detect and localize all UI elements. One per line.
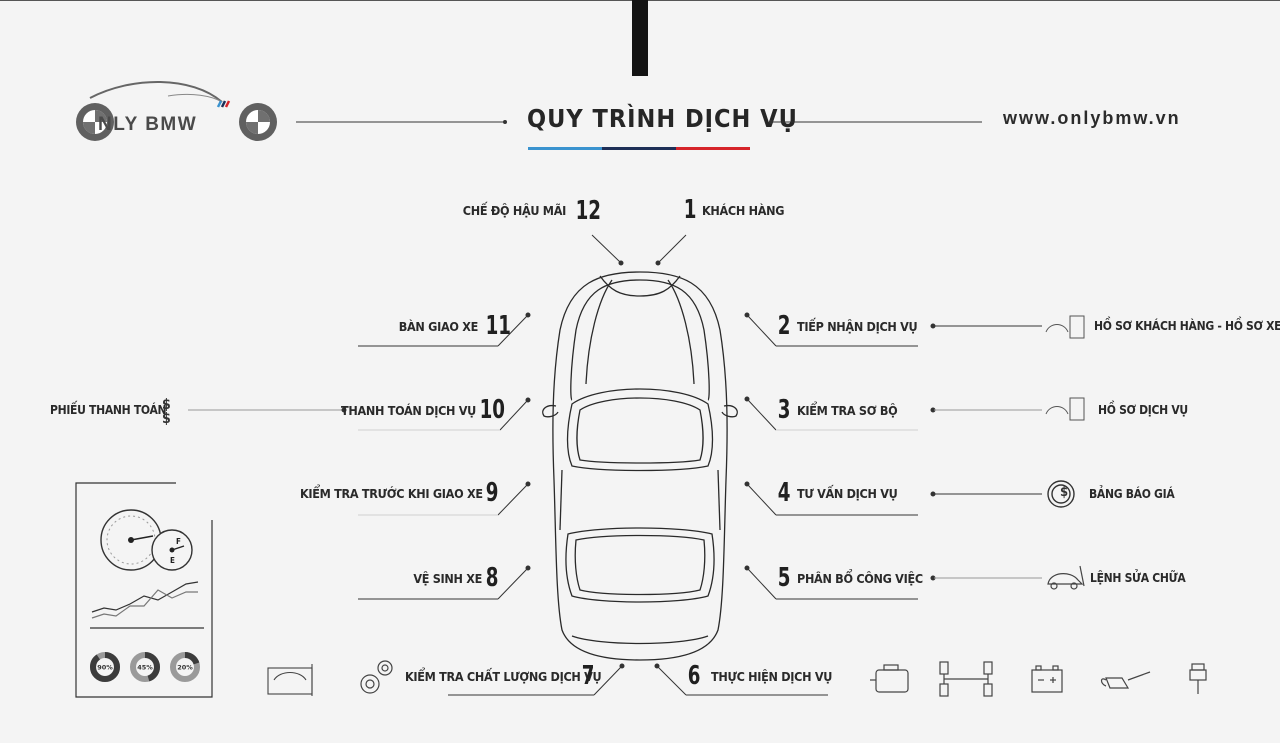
step-1-number: 1 [683, 195, 697, 225]
donut-progress [90, 652, 120, 682]
output-service-record-label: HỒ SƠ DỊCH VỤ [1098, 403, 1188, 417]
engine-icon [870, 664, 909, 693]
document-icon [1045, 315, 1085, 421]
step-4-number: 4 [777, 478, 791, 508]
title-underline-red [676, 147, 750, 150]
step-4-label: TƯ VẤN DỊCH VỤ [797, 486, 898, 501]
line-chart-icon [90, 581, 204, 629]
dollar-icon: $ [162, 397, 171, 413]
step-5-label: PHÂN BỔ CÔNG VIỆC [797, 571, 923, 586]
car-lift-icon [267, 664, 313, 696]
speedometer-icon [100, 509, 162, 571]
step-3-number: 3 [777, 395, 791, 425]
spark-plug-icon [1189, 663, 1207, 694]
dollar-icon: $ [162, 411, 171, 427]
fuel-empty-label: E [170, 556, 175, 565]
car-wrench-icon [1047, 565, 1085, 590]
donut-progress [170, 652, 200, 682]
step-8-number: 8 [485, 563, 499, 593]
battery-icon [1031, 665, 1063, 693]
step-8-label: VỆ SINH XE [413, 571, 482, 586]
fuel-full-label: F [176, 537, 181, 546]
donut-label: 90% [97, 664, 113, 672]
output-work-order-label: LỆNH SỬA CHỮA [1090, 571, 1186, 585]
step-9-label: KIỂM TRA TRƯỚC KHI GIAO XE [300, 486, 483, 501]
donut-label: 20% [177, 664, 193, 672]
step-10-label: THANH TOÁN DỊCH VỤ [341, 403, 476, 418]
car-top-view [542, 271, 738, 661]
title-underline-blue [528, 147, 602, 150]
step-12-number: 12 [575, 196, 601, 226]
donut-label: 45% [137, 664, 153, 672]
step-2-label: TIẾP NHẬN DỊCH VỤ [797, 319, 918, 334]
step-6-label: THỰC HIỆN DỊCH VỤ [711, 669, 833, 684]
brand-logo [76, 80, 277, 141]
top-hanger-bar [632, 0, 648, 76]
donut-progress [130, 652, 160, 682]
axle-icon [939, 661, 993, 697]
step-5-number: 5 [777, 563, 791, 593]
title-underline-navy [602, 147, 676, 150]
step-2-number: 2 [777, 311, 791, 341]
oil-can-icon [1100, 671, 1151, 689]
donut-group: 90% 45% 20% [90, 652, 200, 682]
fuel-gauge-icon [151, 529, 193, 571]
step-1-label: KHÁCH HÀNG [702, 203, 785, 218]
m-stripes [216, 100, 231, 108]
step-6-number: 6 [687, 661, 701, 691]
step-7-label: KIỂM TRA CHẤT LƯỢNG DỊCH VỤ [405, 669, 602, 684]
step-3-label: KIỂM TRA SƠ BỘ [797, 403, 898, 418]
website-link[interactable]: www.onlybmw.vn [1003, 108, 1181, 128]
bmw-roundel-icon [76, 103, 114, 141]
payment-slip-label: PHIẾU THANH TOÁN [50, 403, 167, 417]
dollar-icon: $ [1060, 485, 1069, 500]
step-11-label: BÀN GIAO XE [398, 319, 479, 334]
dollar-coin-icon [1047, 480, 1075, 508]
step-7-number: 7 [581, 661, 595, 691]
step-11-number: 11 [485, 311, 511, 341]
dashboard-panel [75, 482, 213, 698]
step-12-label: CHẾ ĐỘ HẬU MÃI [462, 203, 567, 218]
logo-text: NLY BMW [98, 114, 198, 135]
output-quote-label: BẢNG BÁO GIÁ [1089, 487, 1175, 501]
output-profiles-label: HỒ SƠ KHÁCH HÀNG - HỒ SƠ XE [1094, 319, 1280, 333]
step-10-number: 10 [479, 395, 505, 425]
step-9-number: 9 [485, 478, 499, 508]
gears-icon [360, 660, 393, 694]
bmw-roundel-icon [239, 103, 277, 141]
